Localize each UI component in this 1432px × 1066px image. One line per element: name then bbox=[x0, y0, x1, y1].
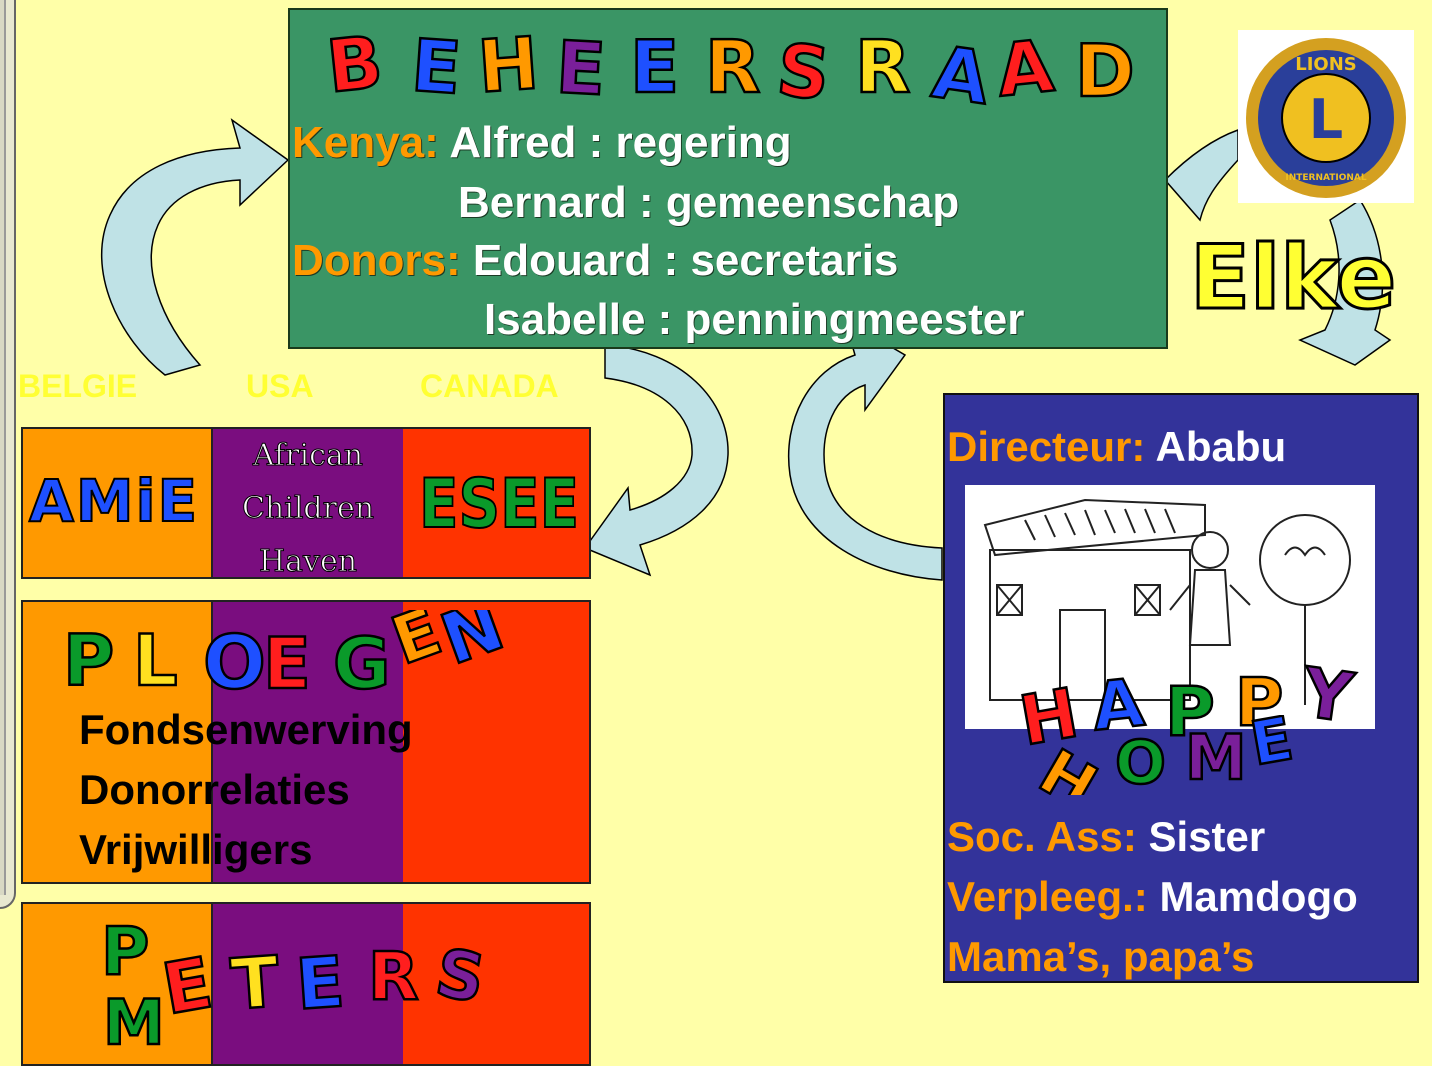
donors-label: Donors: bbox=[292, 236, 461, 285]
donors-member-edouard: Edouard : secretaris bbox=[472, 236, 899, 285]
meters-letter-4: E bbox=[293, 941, 346, 1026]
ploegen-letter-4: G bbox=[333, 623, 390, 700]
lions-logo-top-text: LIONS bbox=[1295, 54, 1357, 75]
directeur-label: Directeur: bbox=[947, 423, 1146, 470]
meters-letter-0: P bbox=[101, 913, 149, 990]
kenya-line-1: Kenya: Alfred : regering bbox=[292, 118, 792, 168]
directeur-name: Ababu bbox=[1155, 423, 1287, 470]
beheersraad-letter-10: D bbox=[1075, 29, 1135, 106]
arrow-lions-to-board bbox=[1163, 128, 1239, 222]
socass-line: Soc. Ass: Sister bbox=[947, 807, 1358, 867]
socass-name: Sister bbox=[1148, 813, 1266, 860]
happy-letter-1: A bbox=[1089, 664, 1148, 746]
org-cell-esee: ESEE bbox=[403, 429, 589, 577]
arrow-belgie-to-board bbox=[100, 118, 290, 376]
ploegen-letter-1: L bbox=[133, 620, 178, 700]
happy-letter-4: Y bbox=[1297, 653, 1358, 738]
meters-letter-5: R bbox=[368, 938, 419, 1015]
beheersraad-letter-1: E bbox=[409, 23, 464, 106]
meters-letter-1: M bbox=[103, 986, 165, 1054]
mamas-papas: Mama’s, papa’s bbox=[947, 933, 1255, 980]
meters-letter-6: S bbox=[430, 934, 490, 1018]
happy-letter-3: P bbox=[1235, 664, 1283, 741]
left-decorative-bar-inner bbox=[0, 0, 6, 895]
beheersraad-letter-9: A bbox=[993, 24, 1057, 106]
home-letter-0: H bbox=[1028, 735, 1109, 795]
ploegen-letter-3: E bbox=[263, 623, 311, 700]
staff-list: Soc. Ass: Sister Verpleeg.: Mamdogo Mama… bbox=[947, 807, 1358, 987]
org-cell-ach: African Children Haven bbox=[211, 429, 405, 577]
kenya-member-alfred: Alfred : regering bbox=[449, 118, 792, 167]
meters-col-orange bbox=[23, 904, 211, 1064]
happy-letter-2: P bbox=[1165, 673, 1215, 750]
directeur-line: Directeur: Ababu bbox=[947, 423, 1286, 471]
country-usa: USA bbox=[246, 368, 314, 404]
beheersraad-letter-0: B bbox=[330, 20, 386, 106]
lions-logo-bottom-text: INTERNATIONAL bbox=[1285, 173, 1367, 183]
org-ach-line-2: Children bbox=[241, 491, 375, 527]
socass-label: Soc. Ass: bbox=[947, 813, 1137, 860]
ploegen-col-red bbox=[403, 602, 589, 882]
org-ach-line-3: Haven bbox=[258, 544, 358, 579]
ploegen-letter-2: O bbox=[203, 620, 266, 700]
ploegen-item-vrijwilligers: Vrijwilligers bbox=[79, 826, 313, 873]
ploegen-letter-0: P bbox=[63, 620, 114, 700]
donors-line-1: Donors: Edouard : secretaris bbox=[292, 236, 898, 286]
ploegen-col-orange bbox=[23, 602, 211, 882]
home-letter-1: O bbox=[1115, 728, 1166, 795]
org-ach-line-1: African bbox=[252, 438, 364, 474]
ploegen-item-donorrelaties: Donorrelaties bbox=[79, 766, 350, 813]
house-drawing-icon bbox=[983, 498, 1351, 705]
lions-emblem-icon: L LIONS INTERNATIONAL bbox=[1246, 38, 1406, 198]
org-amie: AMiE bbox=[28, 466, 200, 536]
beheersraad-letter-7: R bbox=[855, 25, 910, 106]
home-letter-3: E bbox=[1245, 715, 1298, 780]
beheersraad-letter-6: S bbox=[773, 27, 833, 106]
lions-logo-letter: L bbox=[1309, 88, 1343, 151]
donors-member-isabelle: Isabelle : penningmeester bbox=[484, 295, 1025, 344]
beheersraad-letter-3: E bbox=[554, 25, 608, 106]
verpleeg-label: Verpleeg.: bbox=[947, 873, 1148, 920]
country-belgie: BELGIE bbox=[18, 368, 138, 404]
meters-col-red bbox=[403, 904, 589, 1064]
country-canada: CANADA bbox=[420, 368, 559, 404]
verpleeg-name: Mamdogo bbox=[1159, 873, 1358, 920]
org-esee: ESEE bbox=[418, 464, 580, 545]
kenya-member-bernard: Bernard : gemeenschap bbox=[458, 178, 960, 227]
happy-home-drawing bbox=[965, 485, 1375, 729]
arrow-lions-to-happyhome bbox=[1298, 198, 1392, 366]
happy-home-panel: Directeur: Ababu bbox=[943, 393, 1419, 983]
meters-letter-3: T bbox=[228, 941, 282, 1026]
arrow-happyhome-to-board bbox=[788, 318, 943, 581]
beheersraad-letter-5: R bbox=[705, 25, 760, 106]
org-cell-amie: AMiE bbox=[23, 429, 211, 577]
beheersraad-letter-2: H bbox=[475, 21, 541, 106]
org-african-children-haven: African Children Haven bbox=[213, 429, 403, 579]
beheersraad-letter-4: E bbox=[630, 25, 679, 106]
ploegen-item-fondsenwerving: Fondsenwerving bbox=[79, 706, 413, 753]
elke-label: Elke bbox=[1188, 225, 1397, 331]
home-letter-2: M bbox=[1185, 721, 1247, 794]
kenya-label: Kenya: bbox=[292, 118, 439, 167]
happy-letter-0: H bbox=[1015, 674, 1084, 750]
verpleeg-line: Verpleeg.: Mamdogo bbox=[947, 867, 1358, 927]
org-row: AMiE African Children Haven ESEE bbox=[21, 427, 591, 579]
beheersraad-letter-8: A bbox=[928, 30, 995, 106]
arrow-board-to-esee bbox=[583, 344, 729, 577]
meters-letter-2: E bbox=[157, 942, 218, 1031]
lions-logo: L LIONS INTERNATIONAL bbox=[1238, 30, 1414, 203]
ploegen-items: Fondsenwerving Donorrelaties Vrijwillige… bbox=[79, 700, 413, 880]
ploegen-col-purple bbox=[211, 602, 405, 882]
